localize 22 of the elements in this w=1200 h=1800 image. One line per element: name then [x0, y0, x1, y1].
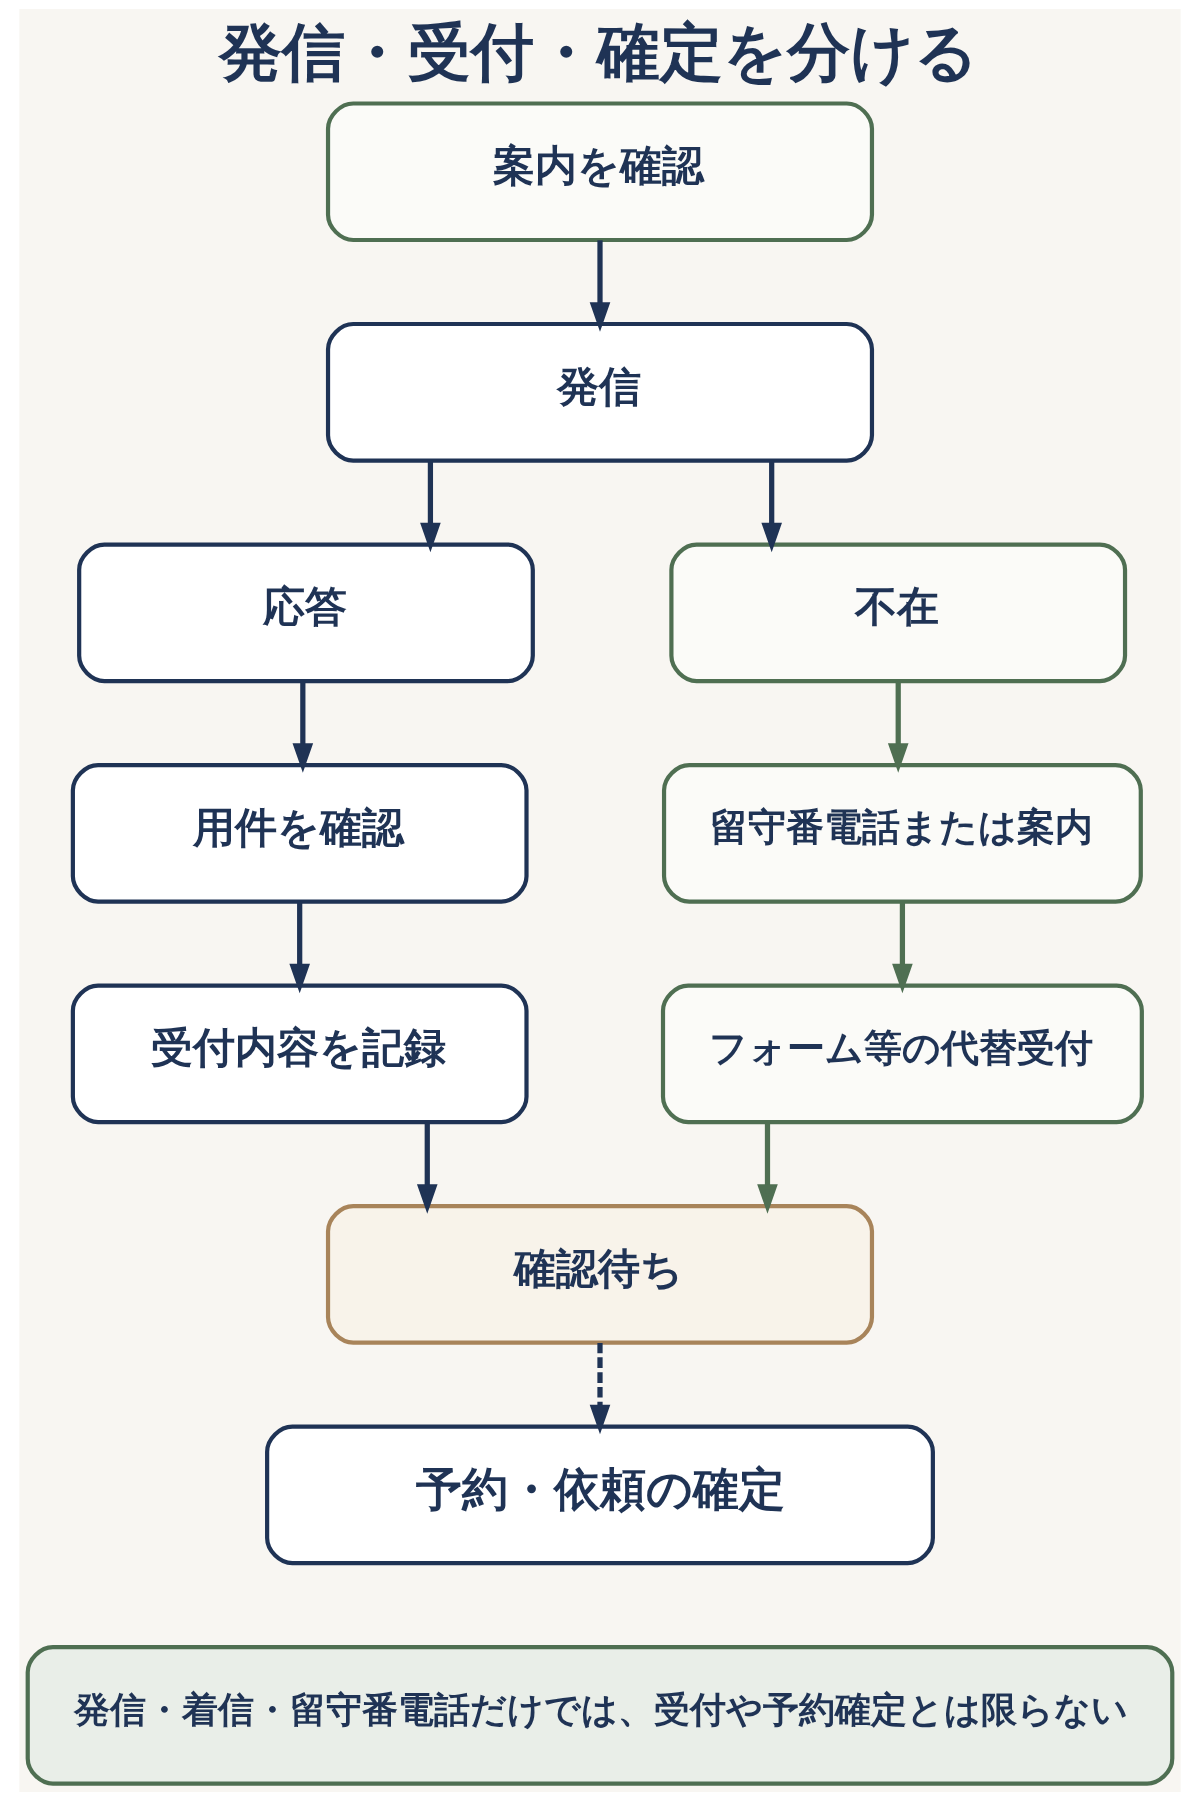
- arrow: [757, 1121, 778, 1214]
- arrow: [892, 901, 913, 993]
- node-box: 留守番電話または案内: [661, 762, 1143, 904]
- arrow: [420, 460, 441, 552]
- node-box: 確認待ち: [325, 1203, 875, 1345]
- arrow: [887, 680, 909, 773]
- node-box: 不在: [669, 541, 1128, 683]
- node-box: 予約・依頼の確定: [265, 1424, 935, 1565]
- node-box: 発信: [325, 321, 875, 463]
- arrow: [589, 1342, 611, 1434]
- node-box: フォーム等の代替受付: [660, 982, 1144, 1124]
- node-box: 受付内容を記録: [70, 982, 529, 1124]
- arrow: [292, 680, 314, 773]
- node-box: 用件を確認: [70, 762, 529, 904]
- diagram-title: 発信・受付・確定を分ける: [218, 15, 978, 89]
- arrow: [589, 239, 611, 332]
- node-box: 発信・着信・留守番電話だけでは、受付や予約確定とは限らない: [25, 1644, 1175, 1786]
- arrow: [761, 460, 782, 552]
- node-box: 案内を確認: [325, 100, 875, 242]
- arrow: [416, 1121, 438, 1214]
- node-box: 応答: [77, 541, 535, 683]
- arrow: [289, 901, 310, 993]
